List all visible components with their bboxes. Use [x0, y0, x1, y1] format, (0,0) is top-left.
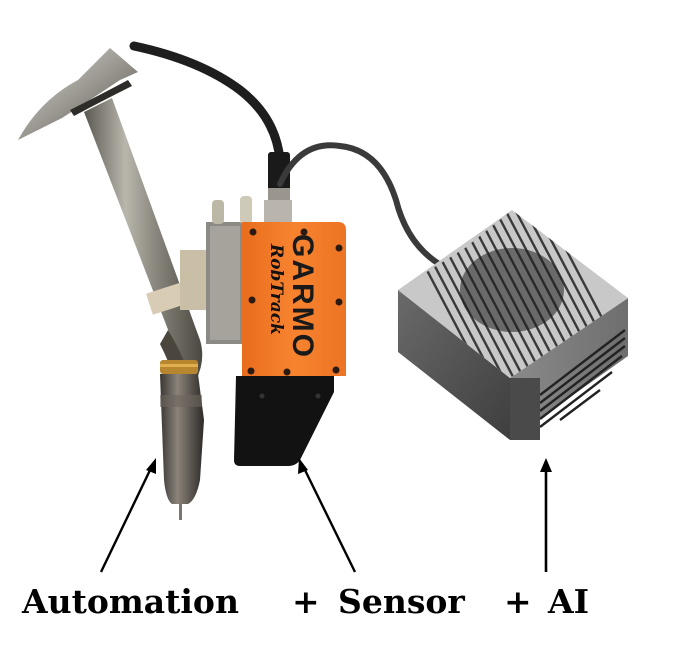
seam-tracking-sensor: GARMO RobTrack — [234, 222, 346, 466]
figure-caption: Automation + Sensor + AI — [0, 578, 678, 638]
arrow-to-torch — [99, 458, 156, 573]
sensor-cable — [129, 41, 285, 165]
caption-ai: AI — [548, 582, 590, 621]
sensor-bracket — [206, 196, 252, 344]
data-cable — [277, 142, 449, 271]
caption-automation: Automation — [22, 582, 239, 621]
robot-flange — [18, 48, 138, 140]
caption-plus-2: + — [504, 582, 532, 621]
sensor-product-text: RobTrack — [266, 243, 286, 335]
arrow-to-sensor — [298, 458, 357, 573]
caption-plus-1: + — [292, 582, 320, 621]
ai-compute-module — [398, 210, 628, 440]
welding-torch — [84, 98, 210, 520]
arrow-to-ai — [540, 458, 552, 572]
sensor-brand-text: GARMO — [286, 234, 319, 359]
caption-sensor: Sensor — [338, 582, 465, 621]
sensor-connector — [264, 152, 292, 222]
